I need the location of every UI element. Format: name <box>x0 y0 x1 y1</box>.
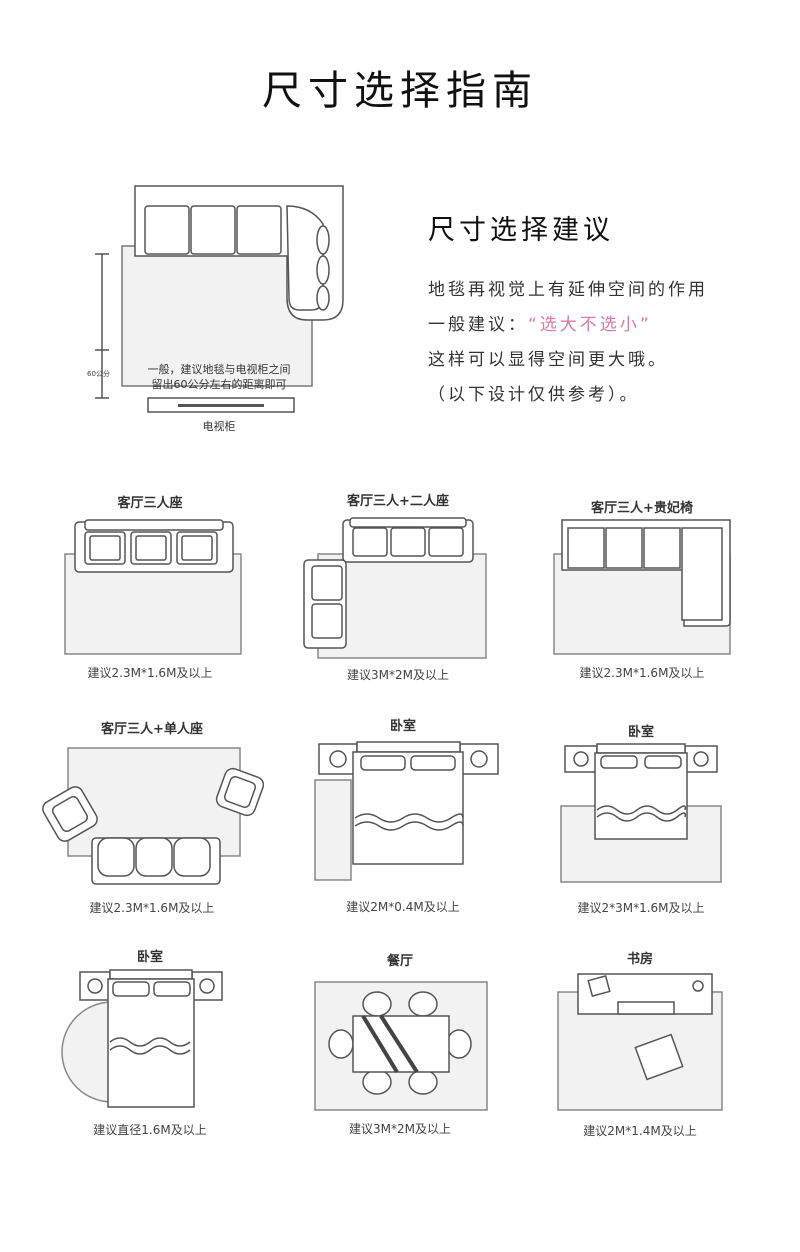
suggestion-line-3: 这样可以显得空间更大哦。 <box>428 350 668 370</box>
suggestion-line-2-prefix: 一般建议： <box>428 315 528 335</box>
room-diagram-study <box>557 973 723 1111</box>
room-title-3: 客厅三人+贵妃椅 <box>591 501 693 516</box>
main-layout-diagram: 60公分 一般，建议地毯与电视柜之间 留出60公分左右的距离即可 电视柜 <box>87 185 344 433</box>
room-title-4: 客厅三人+单人座 <box>101 722 203 737</box>
room-title-9: 书房 <box>626 952 653 967</box>
diagram-note-line2: 留出60公分左右的距离即可 <box>152 377 287 391</box>
diagram-note-line1: 一般，建议地毯与电视柜之间 <box>148 362 291 376</box>
room-caption-9: 建议2M*1.4M及以上 <box>583 1124 697 1138</box>
suggestion-line-1: 地毯再视觉上有延伸空间的作用 <box>428 280 708 300</box>
close-quote: ” <box>639 315 652 335</box>
room-diagram-bedroom-runner <box>314 741 499 881</box>
room-title-7: 卧室 <box>136 950 163 965</box>
room-caption-3: 建议2.3M*1.6M及以上 <box>579 666 705 680</box>
room-diagram-living-3-2 <box>303 517 487 659</box>
page-title: 尺寸选择指南 <box>262 68 538 114</box>
room-caption-7: 建议直径1.6M及以上 <box>93 1123 207 1137</box>
room-caption-4: 建议2.3M*1.6M及以上 <box>89 901 215 915</box>
room-title-6: 卧室 <box>627 725 654 740</box>
room-caption-1: 建议2.3M*1.6M及以上 <box>87 666 213 680</box>
tv-cabinet-label: 电视柜 <box>203 419 236 433</box>
suggestion-heading: 尺寸选择建议 <box>428 215 614 246</box>
room-title-5: 卧室 <box>389 719 416 734</box>
room-diagram-living-3-chaise <box>553 519 731 655</box>
room-diagram-bedroom-large <box>560 743 722 883</box>
room-caption-5: 建议2M*0.4M及以上 <box>346 900 460 914</box>
main-rug <box>121 245 313 387</box>
room-diagram-living-3-single <box>42 747 264 885</box>
suggestion-line-4: （以下设计仅供参考）。 <box>428 385 640 405</box>
open-quote: “ <box>528 315 540 335</box>
highlight-text: 选大不选小 <box>539 315 640 335</box>
room-caption-6: 建议2*3M*1.6M及以上 <box>577 901 705 915</box>
room-title-2: 客厅三人+二人座 <box>347 494 449 509</box>
room-diagram-living-3seat <box>64 519 242 655</box>
suggestion-line-2: 一般建议：“选大不选小” <box>428 308 768 343</box>
room-diagram-dining <box>314 981 488 1111</box>
distance-label: 60公分 <box>87 369 110 378</box>
room-title-1: 客厅三人座 <box>117 496 183 511</box>
room-caption-8: 建议3M*2M及以上 <box>349 1122 451 1136</box>
room-diagram-bedroom-round <box>61 969 223 1108</box>
room-caption-2: 建议3M*2M及以上 <box>347 668 449 682</box>
suggestion-block: 尺寸选择建议 地毯再视觉上有延伸空间的作用 一般建议：“选大不选小” 这样可以显… <box>428 208 768 413</box>
room-title-8: 餐厅 <box>386 954 413 969</box>
